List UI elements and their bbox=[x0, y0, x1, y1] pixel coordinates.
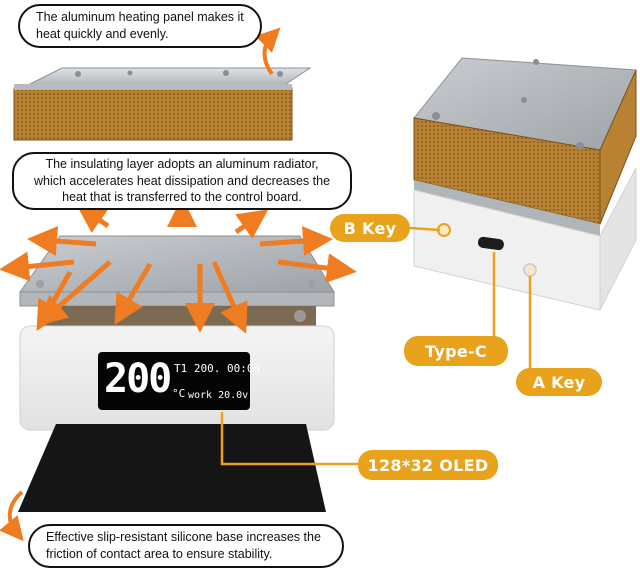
down-curve-arrow-icon bbox=[0, 490, 24, 542]
label-b-key: B Key bbox=[330, 214, 410, 242]
callout-silicone-base-text: Effective slip-resistant silicone base i… bbox=[46, 530, 321, 561]
leader-lines bbox=[220, 226, 532, 466]
heat-dissipation-arrows-icon bbox=[0, 197, 357, 334]
callout-insulating-layer: The insulating layer adopts an aluminum … bbox=[12, 152, 352, 210]
label-type-c: Type-C bbox=[404, 336, 508, 366]
type-c-port bbox=[477, 236, 504, 251]
oled-unit: °C bbox=[172, 387, 186, 400]
oled-line1: T1 200. 00:00 bbox=[174, 362, 261, 375]
oled-big-temp: 200 bbox=[104, 356, 172, 402]
silicone-base bbox=[18, 424, 326, 512]
callout-aluminum-panel-text: The aluminum heating panel makes it heat… bbox=[36, 10, 244, 41]
callout-insulating-layer-text: The insulating layer adopts an aluminum … bbox=[34, 156, 331, 205]
oled-screen bbox=[98, 352, 250, 410]
up-curve-arrow-icon bbox=[255, 27, 281, 76]
aluminum-heating-panel bbox=[13, 67, 312, 141]
label-oled: 128*32 OLED bbox=[358, 450, 498, 480]
a-key-button bbox=[523, 263, 537, 277]
callout-aluminum-panel: The aluminum heating panel makes it heat… bbox=[18, 4, 262, 48]
oled-line2: work 20.0v bbox=[188, 390, 249, 401]
callout-silicone-base: Effective slip-resistant silicone base i… bbox=[28, 524, 344, 568]
label-a-key: A Key bbox=[516, 368, 602, 396]
right-device bbox=[413, 57, 637, 311]
